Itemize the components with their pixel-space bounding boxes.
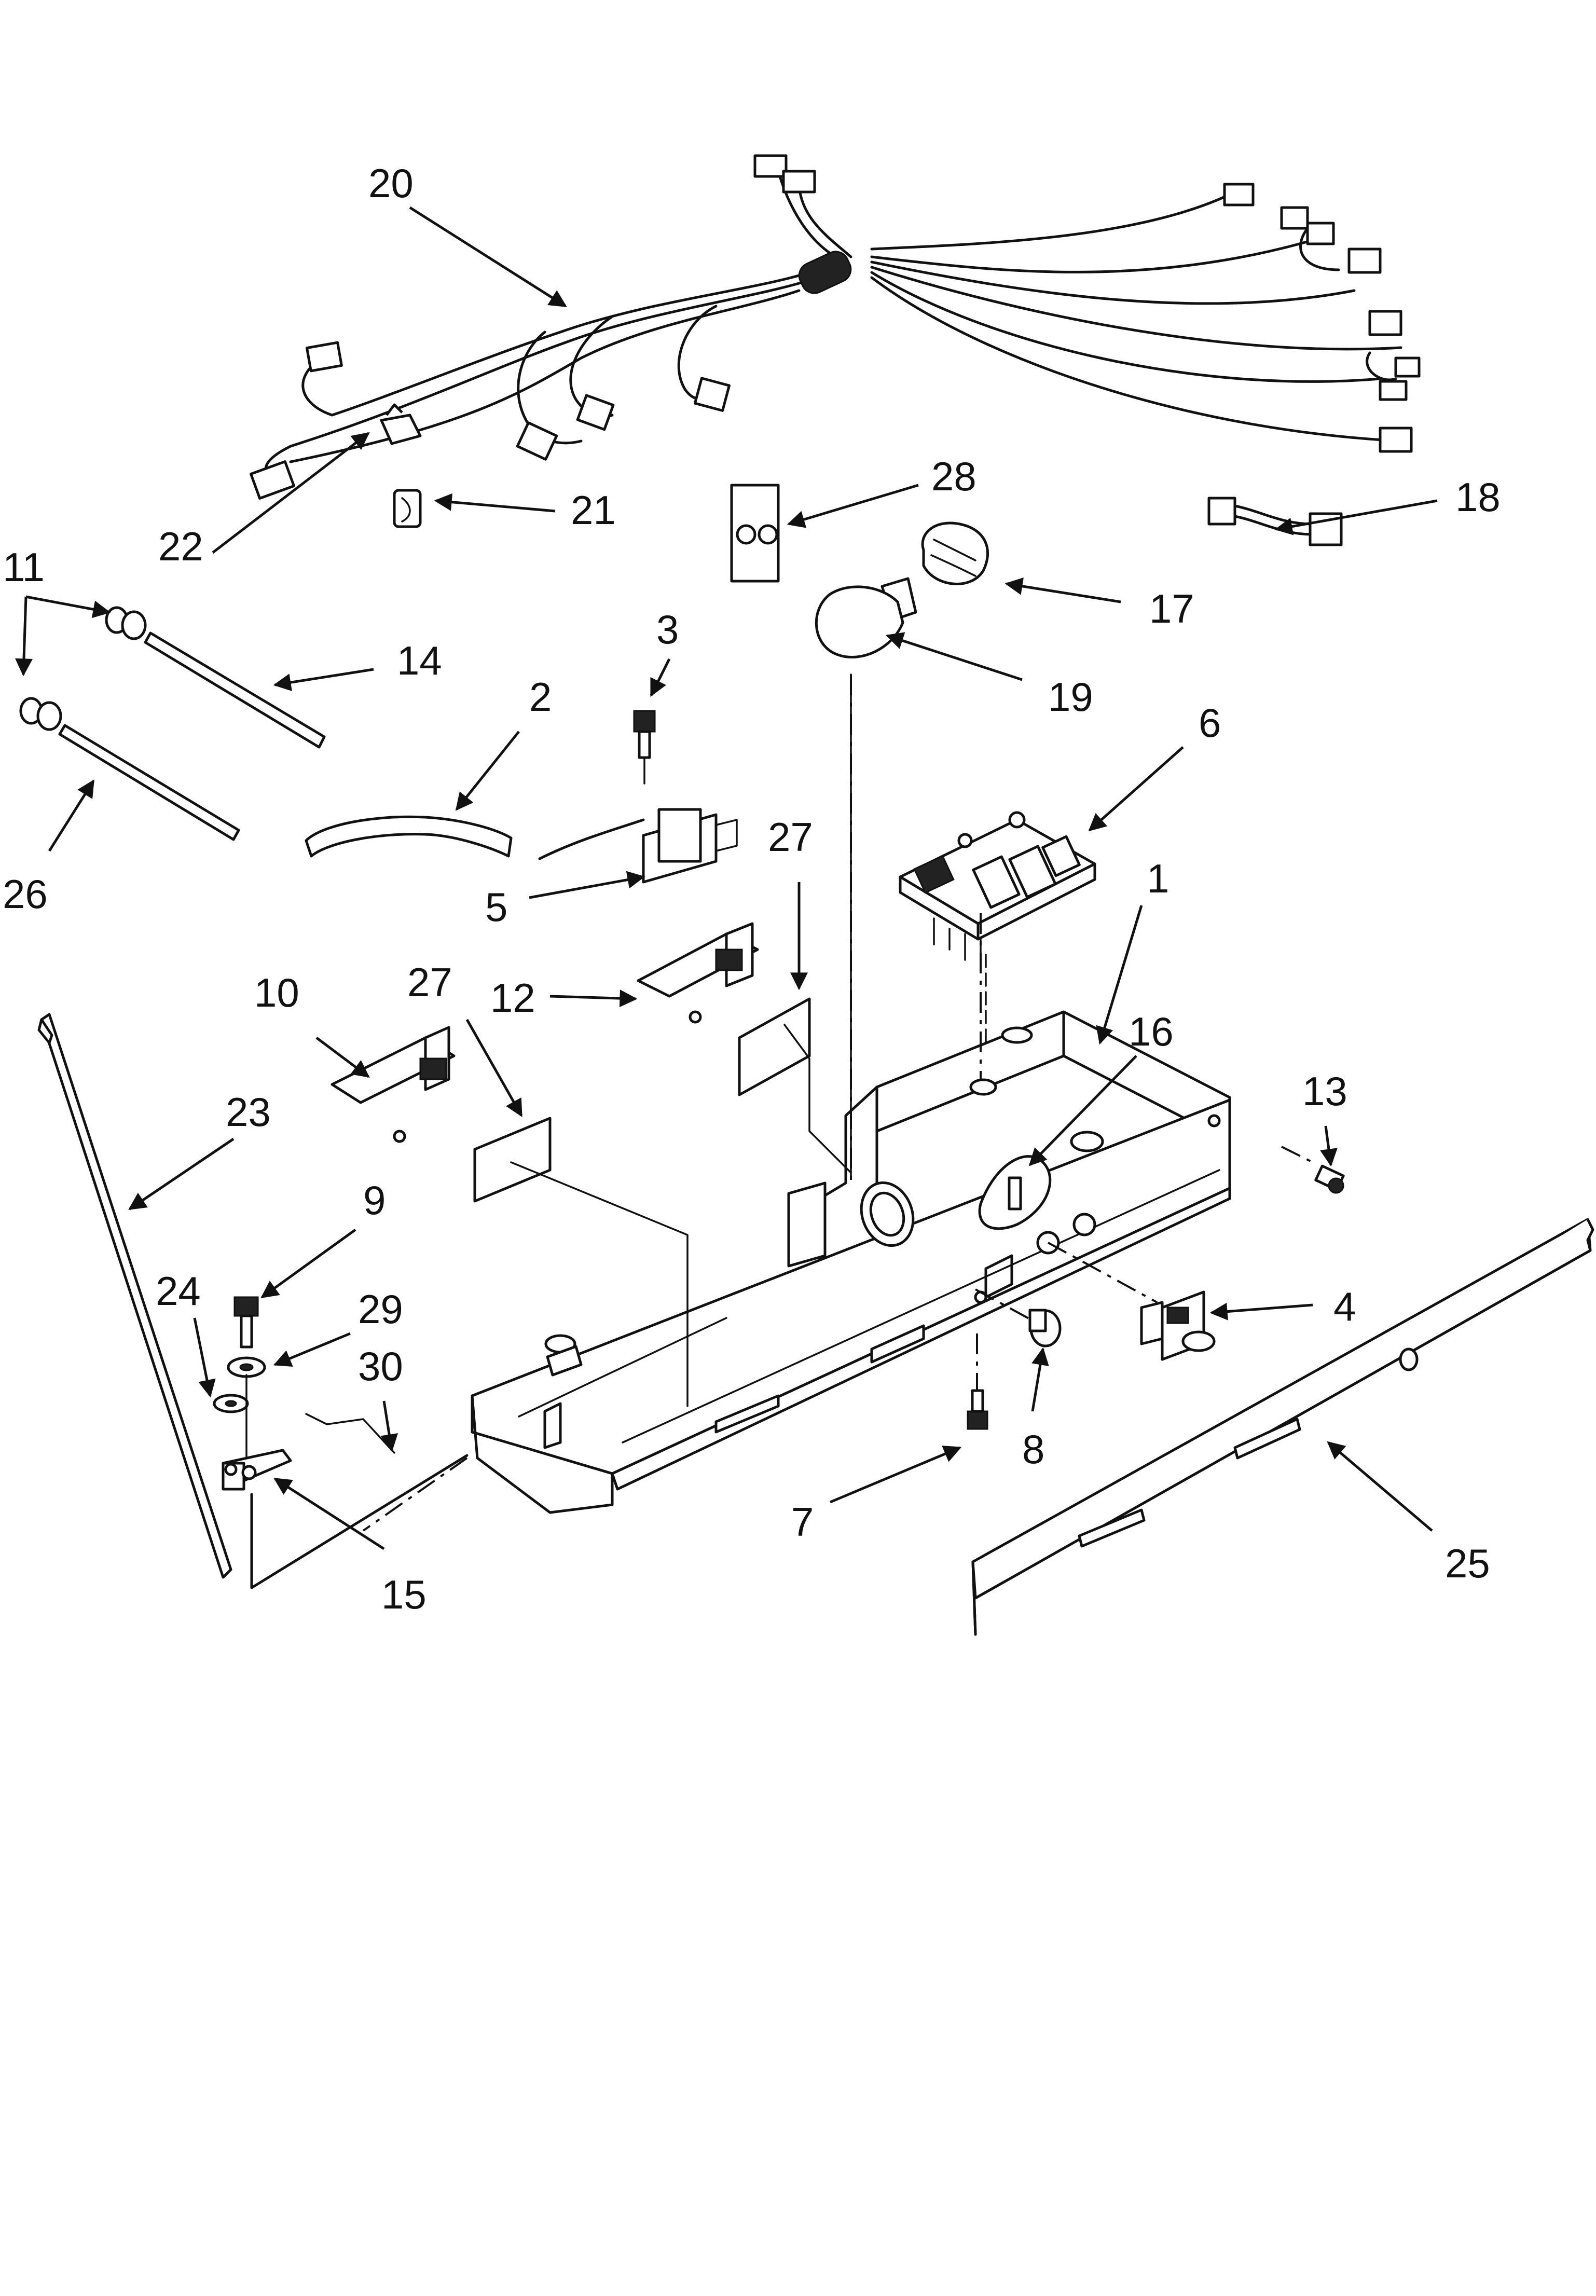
control-board-6 (899, 811, 1096, 966)
callout-12: 12 (490, 975, 535, 1021)
callout-5: 5 (485, 884, 507, 930)
callout-14: 14 (397, 638, 442, 683)
callout-6: 6 (1199, 700, 1221, 746)
front-panel-25 (971, 1218, 1594, 1636)
callout-28: 28 (931, 453, 976, 499)
callout-19: 19 (1048, 674, 1093, 720)
label-27 (473, 997, 811, 1203)
trim-23 (37, 1013, 232, 1579)
callout-27a: 27 (768, 814, 813, 860)
callout-23: 23 (226, 1089, 271, 1135)
hose-2 (305, 815, 513, 858)
callout-27b: 27 (407, 959, 452, 1005)
screw-7 (967, 1389, 988, 1430)
callout-3: 3 (656, 607, 679, 652)
screw-13 (1314, 1164, 1345, 1194)
callout-25: 25 (1445, 1541, 1490, 1586)
lamp-assembly (815, 521, 989, 658)
hinge-hardware (213, 1296, 469, 1589)
callout-18: 18 (1455, 474, 1501, 520)
callout-17: 17 (1149, 586, 1194, 631)
callout-26: 26 (3, 871, 48, 917)
callout-20: 20 (368, 160, 414, 206)
callout-15: 15 (381, 1572, 426, 1617)
callout-labels: 20 21 28 18 11 22 17 14 3 19 2 6 26 5 27… (3, 160, 1501, 1617)
bracket-22 (380, 403, 422, 445)
button-8 (1028, 1309, 1062, 1348)
bracket-12 (637, 922, 759, 1024)
callout-24: 24 (156, 1268, 201, 1314)
callout-9: 9 (363, 1177, 386, 1223)
callout-13: 13 (1302, 1068, 1347, 1114)
wire-harness (250, 154, 1421, 500)
harness-connector (250, 154, 1421, 500)
callout-11: 11 (3, 544, 45, 590)
switch-5 (538, 808, 738, 884)
control-housing-1 (471, 1010, 1231, 1514)
leader-lines (15, 206, 1438, 1550)
callout-29: 29 (358, 1286, 403, 1332)
tube-assembly (19, 606, 326, 841)
wire-clip-21 (393, 489, 422, 528)
screw-3 (633, 710, 656, 785)
foam-block-28 (730, 484, 780, 583)
callout-22: 22 (158, 524, 203, 569)
bracket-10 (331, 1026, 456, 1143)
switch-4 (1140, 1290, 1216, 1361)
callout-21: 21 (571, 487, 616, 533)
callout-2: 2 (529, 674, 552, 720)
callout-4: 4 (1333, 1284, 1356, 1329)
callout-30: 30 (358, 1343, 403, 1389)
callout-1: 1 (1147, 856, 1169, 901)
callout-16: 16 (1129, 1009, 1174, 1054)
callout-8: 8 (1022, 1426, 1044, 1472)
callout-10: 10 (254, 970, 299, 1015)
construction-lines (362, 673, 1313, 1532)
callout-7: 7 (791, 1499, 814, 1545)
